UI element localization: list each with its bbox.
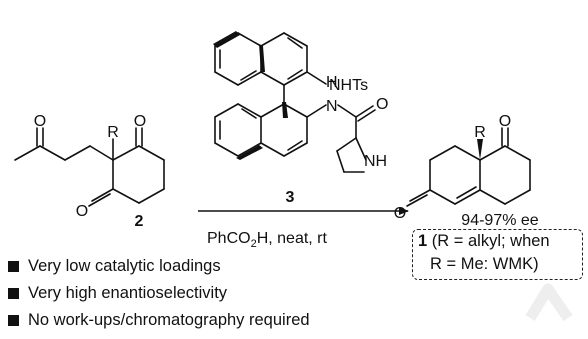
product-box-line1: 1 (R = alkyl; when [418, 232, 550, 251]
substrate-ketone-o: O [34, 113, 46, 130]
substrate-bottom-o: O [76, 203, 88, 220]
catalyst-amide-h-label: H [326, 74, 338, 91]
product-stereo-wedge [477, 139, 483, 160]
substrate-r-label: R [107, 124, 119, 141]
product-structure [406, 127, 531, 207]
catalyst-compound-number: 3 [286, 189, 295, 206]
reaction-conditions: PhCO2H, neat, rt [207, 230, 328, 250]
product-box-line1-text: (R = alkyl; when [427, 232, 550, 250]
conditions-prefix: PhCO [207, 230, 251, 247]
catalyst-amide-n-label: N [326, 98, 338, 115]
product-ketone-o: O [499, 113, 511, 130]
product-label-box: 1 (R = alkyl; when R = Me: WMK) [412, 229, 583, 280]
substrate-compound-number: 2 [135, 213, 144, 230]
product-enone-o: O [394, 205, 406, 222]
catalyst-pyrrolidine-nh-label: NH [364, 153, 387, 170]
product-ee: 94-97% ee [461, 212, 538, 229]
substrate-structure [14, 127, 165, 207]
substrate-top-o: O [134, 113, 146, 130]
bullet-text: No work-ups/chromatography required [28, 311, 310, 329]
bullet-item: Very high enantioselectivity [8, 284, 227, 303]
product-r-label: R [474, 124, 486, 141]
catalyst-nhts-label: NHTs [329, 77, 368, 94]
watermark-mark [525, 283, 573, 322]
catalyst-structure [214, 32, 376, 173]
bullet-item: No work-ups/chromatography required [8, 311, 310, 330]
conditions-suffix: H, neat, rt [257, 230, 328, 247]
catalyst-bold-bond-upper [213, 31, 240, 48]
catalyst-bold-bond-lower [236, 145, 263, 160]
bullet-text: Very high enantioselectivity [28, 284, 228, 302]
bullet-text: Very low catalytic loadings [28, 257, 221, 275]
bullet-square-icon [8, 288, 19, 299]
product-box-number: 1 [418, 232, 428, 250]
catalyst-carbonyl-o-label: O [376, 96, 388, 113]
conditions-subscript: 2 [251, 238, 257, 250]
bullet-square-icon [8, 261, 19, 272]
catalyst-bold-bond-lower-2 [282, 102, 288, 118]
bullet-square-icon [8, 315, 19, 326]
bullet-item: Very low catalytic loadings [8, 257, 221, 276]
catalyst-bold-bond-upper-2 [259, 44, 265, 72]
product-box-line2: R = Me: WMK) [430, 255, 539, 273]
